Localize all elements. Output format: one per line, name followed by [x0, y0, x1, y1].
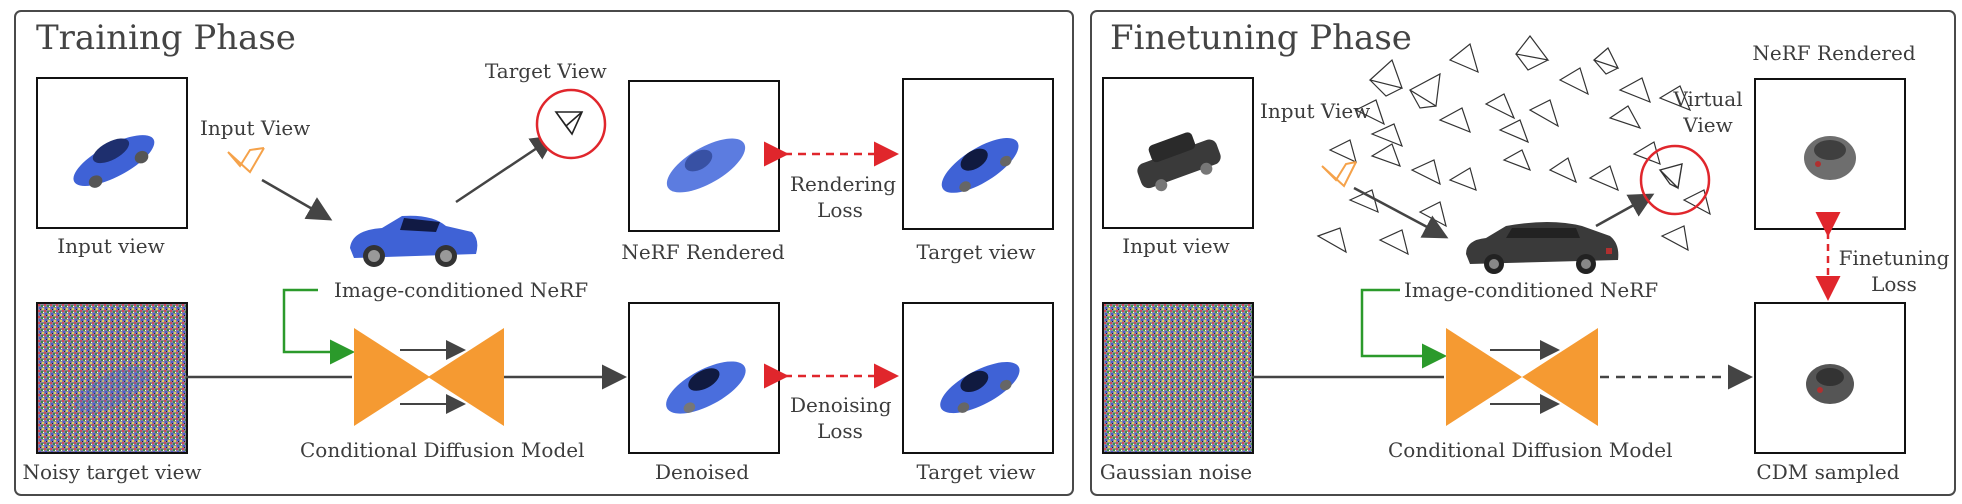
training-input-camera-label: Input View	[200, 116, 311, 140]
finetuning-conditioning-arrow	[1360, 288, 1447, 369]
cdm-sampled-image	[1754, 302, 1906, 454]
car-icon	[666, 138, 746, 193]
rendering-loss-label-line1: Rendering	[790, 172, 897, 196]
rendering-loss-label-line2: Loss	[817, 198, 863, 222]
car-icon	[1137, 132, 1221, 192]
finetuning-input-camera-label: Input View	[1260, 99, 1371, 123]
training-target-view-image-bottom	[902, 302, 1054, 454]
training-target-camera-label: Target View	[485, 59, 607, 83]
cdm-sampled-caption: CDM sampled	[1756, 460, 1900, 484]
bowtie-icon	[354, 328, 504, 426]
noisy-target-view-image	[36, 302, 188, 454]
training-target-view-caption-bottom: Target view	[916, 460, 1036, 484]
car-icon	[1806, 364, 1854, 404]
input-to-nerf-arrow	[261, 178, 333, 221]
training-phase-title: Training Phase	[36, 18, 296, 58]
finetuning-loss-label-line2: Loss	[1871, 272, 1917, 296]
car-icon	[940, 361, 1020, 414]
training-phase-panel	[14, 10, 1074, 496]
car-icon	[73, 135, 155, 188]
training-image-conditioned-nerf-label: Image-conditioned NeRF	[334, 278, 589, 302]
training-input-view-caption: Input view	[57, 234, 165, 258]
gaussian-noise-caption: Gaussian noise	[1099, 460, 1253, 484]
finetuning-image-conditioned-nerf-label: Image-conditioned NeRF	[1404, 278, 1659, 302]
car-icon	[1804, 136, 1856, 180]
denoising-loss-label-line2: Loss	[817, 419, 863, 443]
target-circle-icon	[1639, 144, 1711, 216]
gaussian-noise-image	[1102, 302, 1254, 454]
bowtie-icon	[1446, 328, 1598, 426]
denoising-loss-label-line1: Denoising	[790, 393, 892, 417]
target-circle-icon	[535, 88, 607, 160]
finetuning-input-view-caption: Input view	[1122, 234, 1230, 258]
car-icon	[941, 137, 1019, 193]
finetuning-nerf-rendered-caption: NeRF Rendered	[1752, 41, 1916, 65]
nerf-to-target-arrow	[455, 135, 557, 204]
training-conditioning-arrow	[282, 288, 355, 365]
camera-icon	[227, 147, 265, 174]
finetuning-nerf-rendered-image	[1754, 78, 1906, 230]
noisy-target-view-caption: Noisy target view	[22, 460, 202, 484]
training-nerf-rendered-image	[628, 80, 780, 232]
nerf-to-virtual-arrow	[1595, 193, 1655, 228]
noise-icon	[1104, 304, 1252, 452]
denoised-caption: Denoised	[654, 460, 750, 484]
finetuning-loss-label-line1: Finetuning	[1838, 246, 1950, 270]
finetuning-input-view-image	[1102, 77, 1254, 229]
car-icon	[350, 215, 478, 267]
training-input-view-image	[36, 77, 188, 229]
camera-cloud-icon	[1316, 35, 1711, 256]
training-target-view-image-top	[902, 78, 1054, 230]
camera-icon	[1321, 161, 1357, 188]
noise-icon	[38, 304, 186, 452]
car-icon	[666, 361, 746, 414]
training-target-view-caption-top: Target view	[916, 240, 1036, 264]
training-nerf-rendered-caption: NeRF Rendered	[621, 240, 785, 264]
training-cdm-label: Conditional Diffusion Model	[300, 438, 585, 462]
finetuning-phase-title: Finetuning Phase	[1110, 18, 1412, 58]
denoised-image	[628, 302, 780, 454]
car-icon	[1466, 222, 1619, 274]
finetuning-input-to-nerf-arrow	[1353, 186, 1449, 239]
finetuning-cdm-label: Conditional Diffusion Model	[1388, 438, 1673, 462]
virtual-view-label-line2: View	[1683, 113, 1733, 137]
